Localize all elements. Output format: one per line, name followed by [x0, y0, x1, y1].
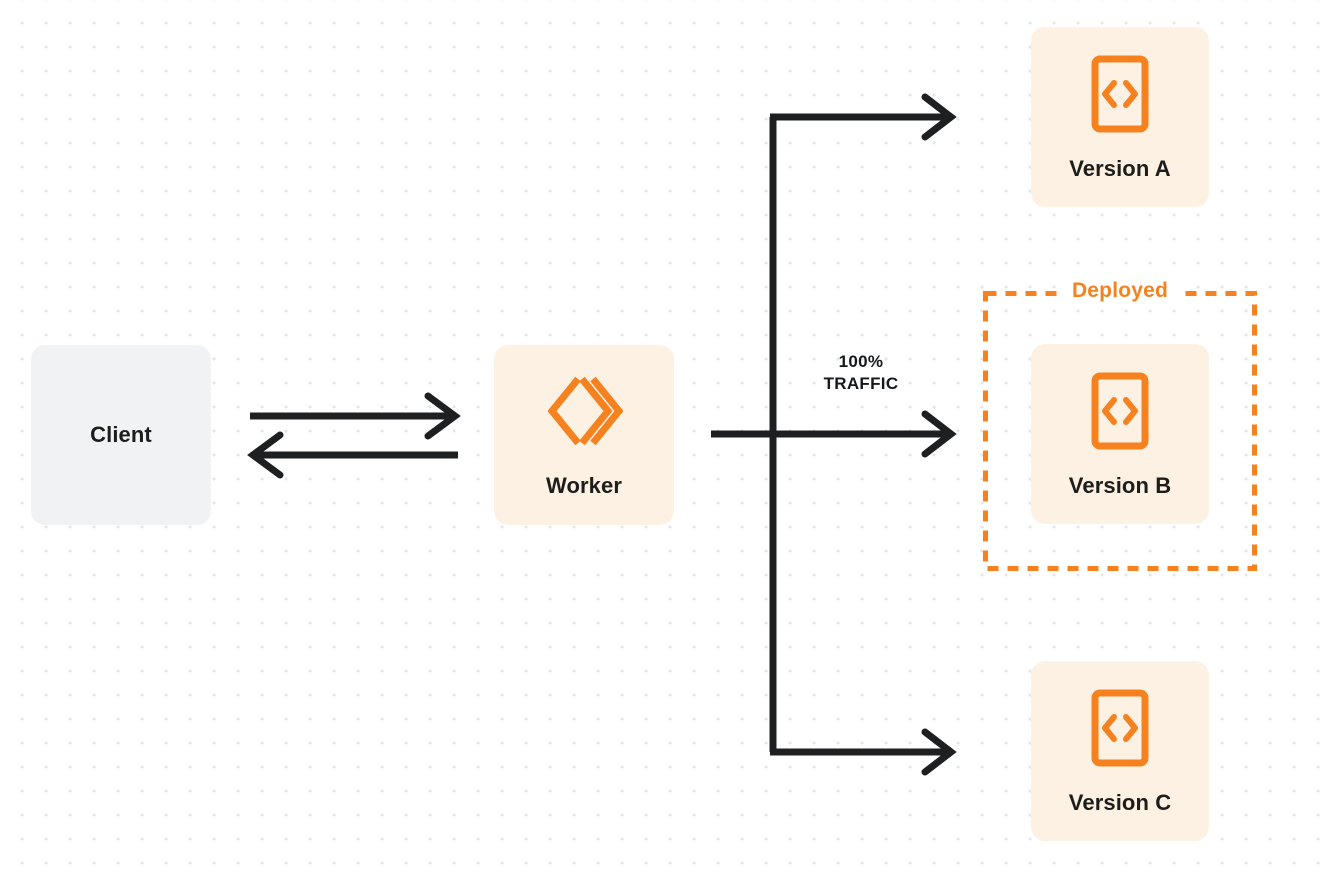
group-deployed-label: Deployed — [1061, 280, 1179, 302]
node-version-b[interactable]: Version B — [1031, 344, 1209, 524]
node-worker[interactable]: Worker — [494, 345, 674, 525]
traffic-percentage-label: 100% TRAFFIC — [790, 351, 932, 395]
node-client-label: Client — [90, 422, 152, 447]
code-file-icon — [1091, 372, 1149, 455]
node-version-c-label: Version C — [1068, 789, 1172, 815]
edge-worker-to-version-b — [711, 410, 957, 458]
node-client[interactable]: Client — [31, 345, 211, 525]
node-version-a[interactable]: Version A — [1031, 27, 1209, 207]
node-version-a-label: Version A — [1069, 155, 1171, 181]
node-version-b-label: Version B — [1068, 472, 1172, 498]
traffic-word-label: TRAFFIC — [823, 373, 899, 393]
edge-trunk-to-version-c — [770, 728, 957, 776]
node-version-c[interactable]: Version C — [1031, 661, 1209, 841]
node-worker-label: Worker — [546, 472, 622, 498]
edge-worker-to-client — [247, 431, 458, 479]
code-file-icon — [1091, 689, 1149, 772]
traffic-percent-value: 100% — [838, 352, 884, 371]
edge-client-to-worker — [250, 392, 461, 440]
cloudflare-workers-logo-icon — [545, 374, 624, 453]
code-file-icon — [1091, 55, 1149, 138]
edge-trunk-to-version-a — [770, 93, 957, 141]
